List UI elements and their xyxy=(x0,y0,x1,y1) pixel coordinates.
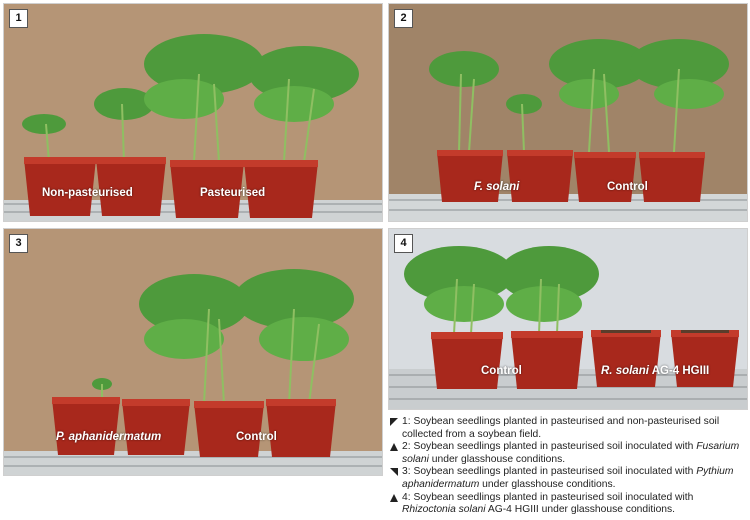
caption-item-1: 1: Soybean seedlings planted in pasteuri… xyxy=(390,416,746,441)
caption-species: Fusarium solani xyxy=(402,441,740,465)
figure-caption: 1: Soybean seedlings planted in pasteuri… xyxy=(390,416,746,517)
photo-panel-1: 1 Non-pasteurised Pasteurised xyxy=(3,3,383,222)
caption-species: Rhizoctonia solani xyxy=(402,504,486,516)
caption-species: Pythium aphanidermatum xyxy=(402,466,734,490)
triangle-up-filled-icon xyxy=(390,493,398,502)
panel-label-control: Control xyxy=(236,431,277,443)
panel-label-suffix: AG-4 HGIII xyxy=(648,365,710,377)
caption-text-end: under glasshouse conditions. xyxy=(428,453,566,465)
caption-text: 4: Soybean seedlings planted in pasteuri… xyxy=(402,491,694,503)
panel-label-f-solani: F. solani xyxy=(474,181,519,193)
caption-text-end: under glasshouse conditions. xyxy=(479,478,616,490)
panel-label-p-aphanidermatum: P. aphanidermatum xyxy=(56,431,161,443)
panel-1-photo xyxy=(4,4,382,221)
panel-3-photo xyxy=(4,229,382,475)
caption-item-3: 3: Soybean seedlings planted in pasteuri… xyxy=(390,466,746,491)
panel-label-text: P. aphanidermatum xyxy=(56,431,162,443)
panel-label-italic: R. solani xyxy=(601,365,649,377)
triangle-top-left-icon xyxy=(390,418,398,426)
caption-text: 3: Soybean seedlings planted in pasteuri… xyxy=(402,466,697,478)
caption-text-end: AG-4 HGIII under glasshouse conditions. xyxy=(485,504,676,516)
panel-number: 3 xyxy=(9,234,28,253)
panel-number: 4 xyxy=(394,234,413,253)
panel-label-r-solani: R. solani AG-4 HGIII xyxy=(601,365,709,377)
caption-text: 1: Soybean seedlings planted in pasteuri… xyxy=(402,416,720,440)
triangle-up-icon xyxy=(390,443,398,452)
plant-group xyxy=(429,39,729,114)
panel-label-control: Control xyxy=(607,181,648,193)
panel-label-non-pasteurised: Non-pasteurised xyxy=(42,187,133,199)
photo-panel-2: 2 F. solani Control xyxy=(388,3,748,222)
caption-text: 2: Soybean seedlings planted in pasteuri… xyxy=(402,441,697,453)
triangle-top-right-icon xyxy=(390,468,398,477)
panel-2-photo xyxy=(389,4,747,221)
panel-label-control: Control xyxy=(481,365,522,377)
plant-group xyxy=(92,269,354,390)
caption-item-2: 2: Soybean seedlings planted in pasteuri… xyxy=(390,441,746,466)
plant-group xyxy=(22,34,359,134)
photo-panel-4: 4 Control R. solani AG-4 HGIII xyxy=(388,228,748,410)
photo-panel-3: 3 P. aphanidermatum Control xyxy=(3,228,383,476)
panel-label-text: F. solani xyxy=(474,181,520,193)
caption-item-4: 4: Soybean seedlings planted in pasteuri… xyxy=(390,492,746,517)
panel-4-photo xyxy=(389,229,747,409)
plant-group xyxy=(404,246,599,322)
panel-number: 1 xyxy=(9,9,28,28)
panel-label-pasteurised: Pasteurised xyxy=(200,187,266,199)
panel-number: 2 xyxy=(394,9,413,28)
